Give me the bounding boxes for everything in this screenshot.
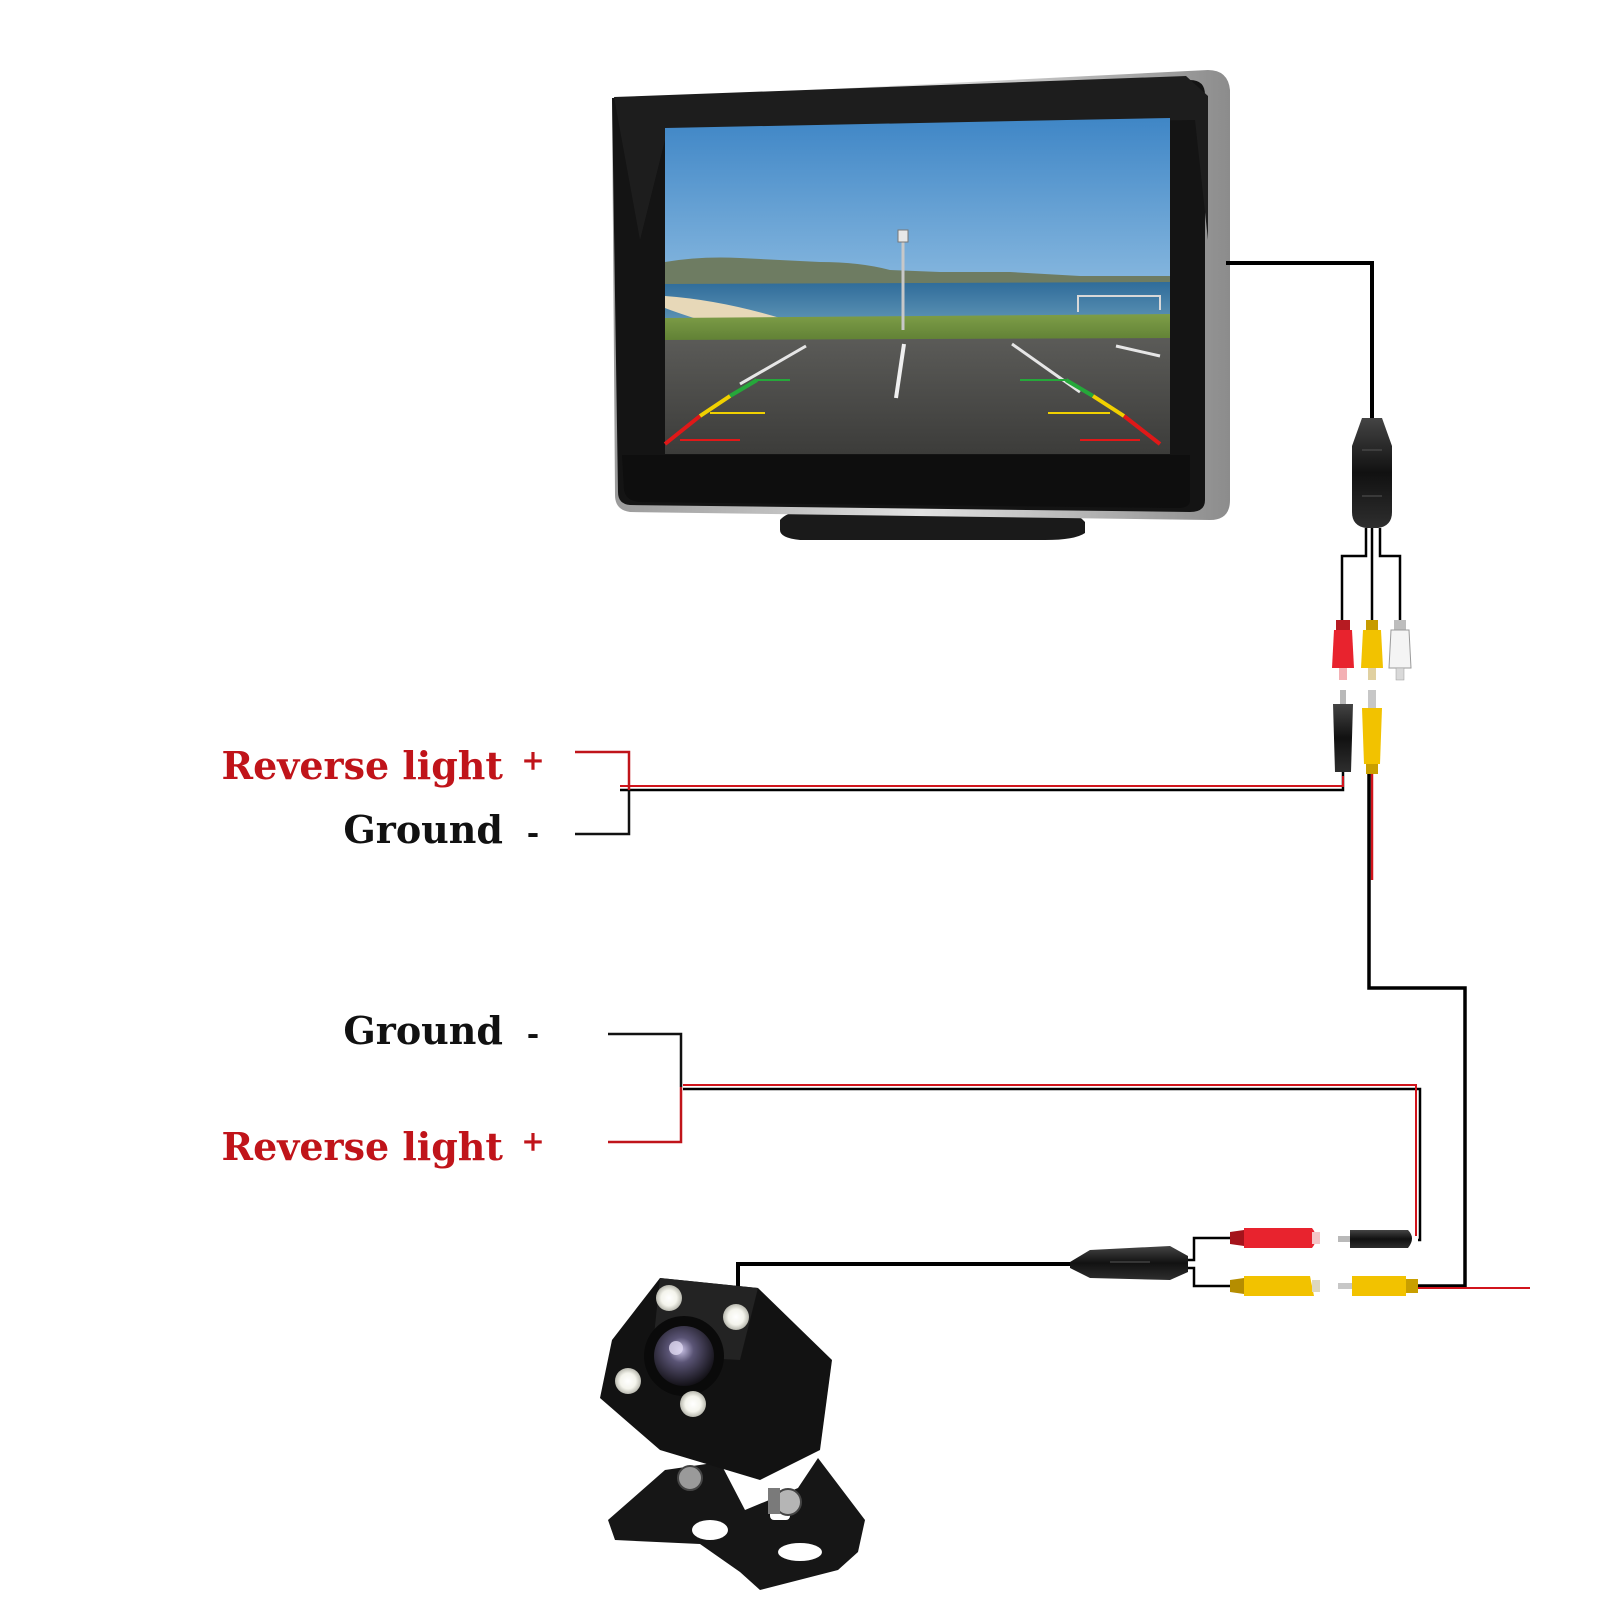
- camera-led-4: [680, 1391, 706, 1417]
- rca-yellow-male-plug: [1362, 690, 1382, 774]
- negative-sign-bottom: -: [527, 1017, 539, 1052]
- positive-sign-bottom: +: [521, 1125, 544, 1158]
- positive-sign-top: +: [521, 744, 544, 777]
- ground-label-bottom: Ground: [343, 1008, 503, 1053]
- rca-yellow-plug: [1361, 620, 1383, 680]
- parking-guidelines: [663, 378, 1162, 446]
- monitor-av-leads: [1340, 528, 1402, 620]
- video-cable-down: [1367, 774, 1530, 1289]
- top-power-wire: [620, 772, 1345, 792]
- top-label-group: Reverse light + Ground -: [222, 743, 545, 852]
- camera-cable: [736, 1262, 1075, 1305]
- negative-sign-top: -: [527, 816, 539, 851]
- backup-camera: [600, 1278, 865, 1590]
- camera-av-leads: [1188, 1236, 1230, 1288]
- ground-label-top: Ground: [343, 807, 503, 852]
- monitor-side-dc-plug: [1338, 1230, 1412, 1248]
- monitor-screen: [663, 118, 1170, 454]
- reverse-light-label-top: Reverse light: [222, 743, 504, 788]
- dc-power-plug: [1333, 690, 1353, 772]
- camera-led-2: [723, 1304, 749, 1330]
- monitor-cable: [1226, 261, 1374, 422]
- monitor-side-rca-yellow: [1338, 1276, 1418, 1296]
- rca-red-plug: [1332, 620, 1354, 680]
- bottom-label-group: Ground - Reverse light +: [222, 1008, 545, 1169]
- top-bracket: [575, 750, 631, 836]
- camera-mount-bracket: [608, 1458, 865, 1590]
- rca-white-plug: [1388, 620, 1412, 681]
- bottom-power-wire: [683, 1084, 1422, 1242]
- camera-led-3: [615, 1368, 641, 1394]
- camera-led-1: [656, 1285, 682, 1311]
- camera-rca-yellow: [1230, 1276, 1320, 1296]
- monitor: [612, 70, 1230, 540]
- reverse-light-label-bottom: Reverse light: [222, 1124, 504, 1169]
- camera-junction-block: [1070, 1246, 1188, 1280]
- monitor-sun-visor: [614, 76, 1208, 240]
- bottom-bracket: [608, 1032, 683, 1144]
- camera-dc-plug-red: [1230, 1228, 1320, 1248]
- monitor-junction-block: [1352, 418, 1392, 528]
